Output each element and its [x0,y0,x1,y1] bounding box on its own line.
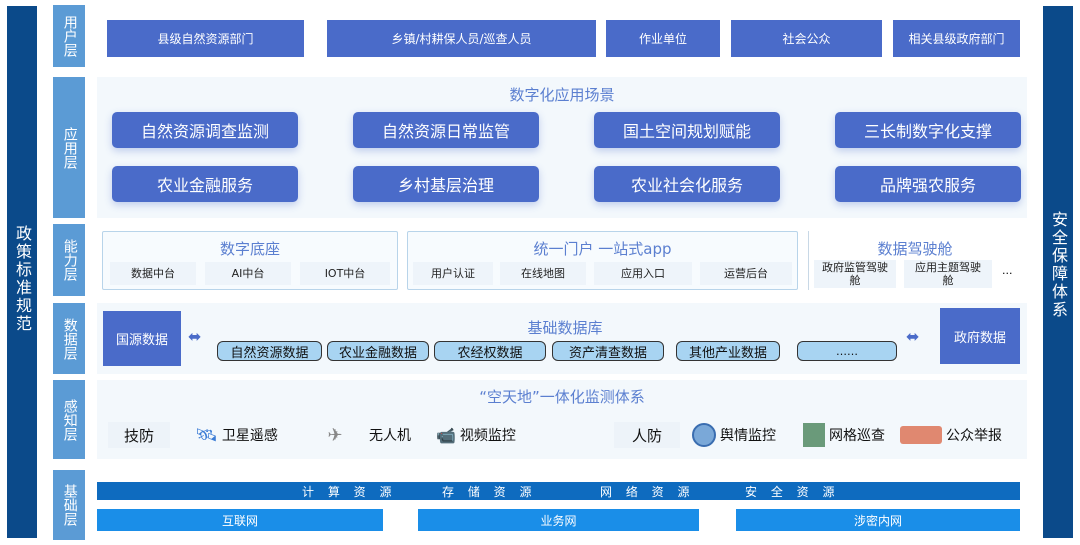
user-township-staff: 乡镇/村耕保人员/巡查人员 [327,20,596,57]
bidirectional-arrow-icon: ⬌ [906,327,920,346]
cap-item: 应用主题驾驶舱 [904,260,992,288]
drone-item: ✈ 无人机 [305,422,411,448]
cockpit-title: 数据驾驶舱 [877,240,953,258]
user-county-dept: 县级自然资源部门 [107,20,304,57]
layer-sensing: 感知层 [53,380,85,459]
user-operators: 作业单位 [606,20,720,57]
policy-label: 政策标准规范 [13,225,32,333]
app-item: 农业金融服务 [112,166,298,202]
app-item: 乡村基层治理 [353,166,539,202]
satellite-icon: 🛰 [195,424,218,446]
item-label: 舆情监控 [720,428,776,444]
bidirectional-arrow-icon: ⬌ [188,327,202,346]
item-label: 卫星遥感 [221,428,278,444]
sensing-area [97,380,1027,459]
network-classified: 涉密内网 [736,509,1020,531]
cap-item: IOT中台 [300,262,390,285]
database-cylinder: …… [797,341,897,361]
layer-base: 基础层 [53,470,85,540]
database-cylinder: 资产清查数据 [552,341,664,361]
network-business: 业务网 [418,509,699,531]
divider [808,231,809,290]
app-item: 自然资源日常监管 [353,112,539,148]
item-label: 视频监控 [459,428,516,444]
drone-icon: ✈ [327,424,343,446]
satellite-item: 🛰卫星遥感 [195,422,278,448]
grid-item: 网格巡查 [803,422,885,448]
cap-item: 应用入口 [594,262,692,285]
cap-item: 用户认证 [413,262,493,285]
policy-standards-bar: 政策标准规范 [7,6,37,538]
security-system-bar: 安全保障体系 [1043,6,1073,538]
app-item: 三长制数字化支撑 [835,112,1021,148]
item-label: 公众举报 [946,428,1002,444]
cap-item: 在线地图 [500,262,586,285]
application-title: 数字化应用场景 [509,86,615,104]
resources-bar: 计 算 资 源 存 储 资 源 网 络 资 源 安 全 资 源 [97,482,1020,500]
video-item: 📹视频监控 [436,422,516,448]
app-item: 农业社会化服务 [594,166,780,202]
cap-item: 政府监管驾驶舱 [814,260,896,288]
sensing-title: “空天地”一体化监测体系 [479,388,645,406]
layer-capability: 能力层 [53,224,85,296]
gov-data-box: 政府数据 [940,308,1020,364]
resource-security: 安 全 资 源 [745,485,840,499]
cap-item: 运营后台 [700,262,792,285]
cockpit-more: ... [1002,264,1013,277]
opinion-item: 舆情监控 [692,422,776,448]
resource-storage: 存 储 资 源 [442,485,537,499]
layer-user: 用户层 [53,5,85,67]
portal-title: 统一门户 一站式app [533,240,672,258]
item-label: 网格巡查 [829,428,885,444]
opinion-monitor-icon [692,423,716,447]
phone-report-icon [900,426,942,444]
user-public: 社会公众 [731,20,882,57]
app-item: 国土空间规划赋能 [594,112,780,148]
layer-application: 应用层 [53,77,85,218]
digital-base-title: 数字底座 [219,240,280,258]
network-internet: 互联网 [97,509,383,531]
report-item: 公众举报 [900,422,1002,448]
database-cylinder: 其他产业数据 [676,341,780,361]
resource-network: 网 络 资 源 [600,485,695,499]
layer-data: 数据层 [53,303,85,374]
resource-compute: 计 算 资 源 [302,485,397,499]
cap-item: 数据中台 [110,262,196,285]
base-database-title: 基础数据库 [527,319,603,337]
user-gov-dept: 相关县级政府部门 [893,20,1020,57]
camera-icon: 📹 [436,425,456,445]
human-defense-label: 人防 [614,422,680,448]
database-cylinder: 农业金融数据 [327,341,429,361]
security-label: 安全保障体系 [1049,211,1068,319]
database-cylinder: 自然资源数据 [217,341,322,361]
app-item: 自然资源调查监测 [112,112,298,148]
grid-patrol-icon [803,423,825,447]
app-item: 品牌强农服务 [835,166,1021,202]
database-cylinder: 农经权数据 [434,341,546,361]
tech-defense-label: 技防 [108,422,170,448]
item-label: 无人机 [369,428,411,444]
data-area [97,303,1027,374]
guoyuan-data-box: 国源数据 [103,311,181,366]
cap-item: AI中台 [205,262,291,285]
